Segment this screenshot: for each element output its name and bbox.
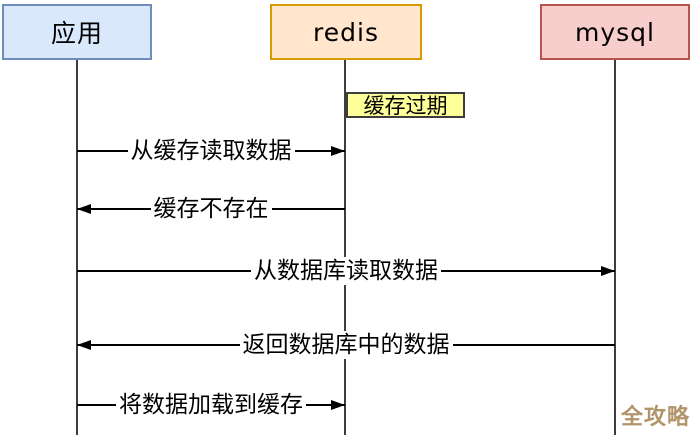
message-label: 将数据加载到缓存 (116, 391, 306, 419)
actor-box-mysql: mysql (540, 4, 690, 60)
lifeline-redis (344, 60, 346, 435)
actor-box-redis: redis (270, 4, 422, 60)
actor-box-app: 应用 (2, 4, 152, 60)
message-label: 缓存不存在 (150, 195, 272, 223)
arrowhead-left-icon (77, 204, 91, 214)
arrowhead-right-icon (601, 266, 615, 276)
message-label: 从缓存读取数据 (127, 137, 295, 165)
actor-label-redis: redis (313, 17, 379, 47)
arrowhead-right-icon (331, 400, 345, 410)
message-label: 从数据库读取数据 (251, 257, 441, 285)
message-read-from-cache: 从缓存读取数据 (77, 137, 345, 165)
lifeline-app (76, 60, 78, 435)
lifeline-mysql (614, 60, 616, 435)
actor-label-app: 应用 (50, 19, 103, 48)
message-cache-miss: 缓存不存在 (77, 195, 345, 223)
note-label: 缓存过期 (363, 94, 448, 118)
message-label: 返回数据库中的数据 (239, 331, 453, 359)
arrowhead-left-icon (77, 340, 91, 350)
message-read-from-db: 从数据库读取数据 (77, 257, 615, 285)
arrowhead-right-icon (331, 146, 345, 156)
actor-label-mysql: mysql (575, 17, 655, 47)
watermark: 全攻略 (621, 405, 691, 430)
note-cache-expired: 缓存过期 (346, 92, 465, 118)
message-load-into-cache: 将数据加载到缓存 (77, 391, 345, 419)
message-return-db-data: 返回数据库中的数据 (77, 331, 615, 359)
